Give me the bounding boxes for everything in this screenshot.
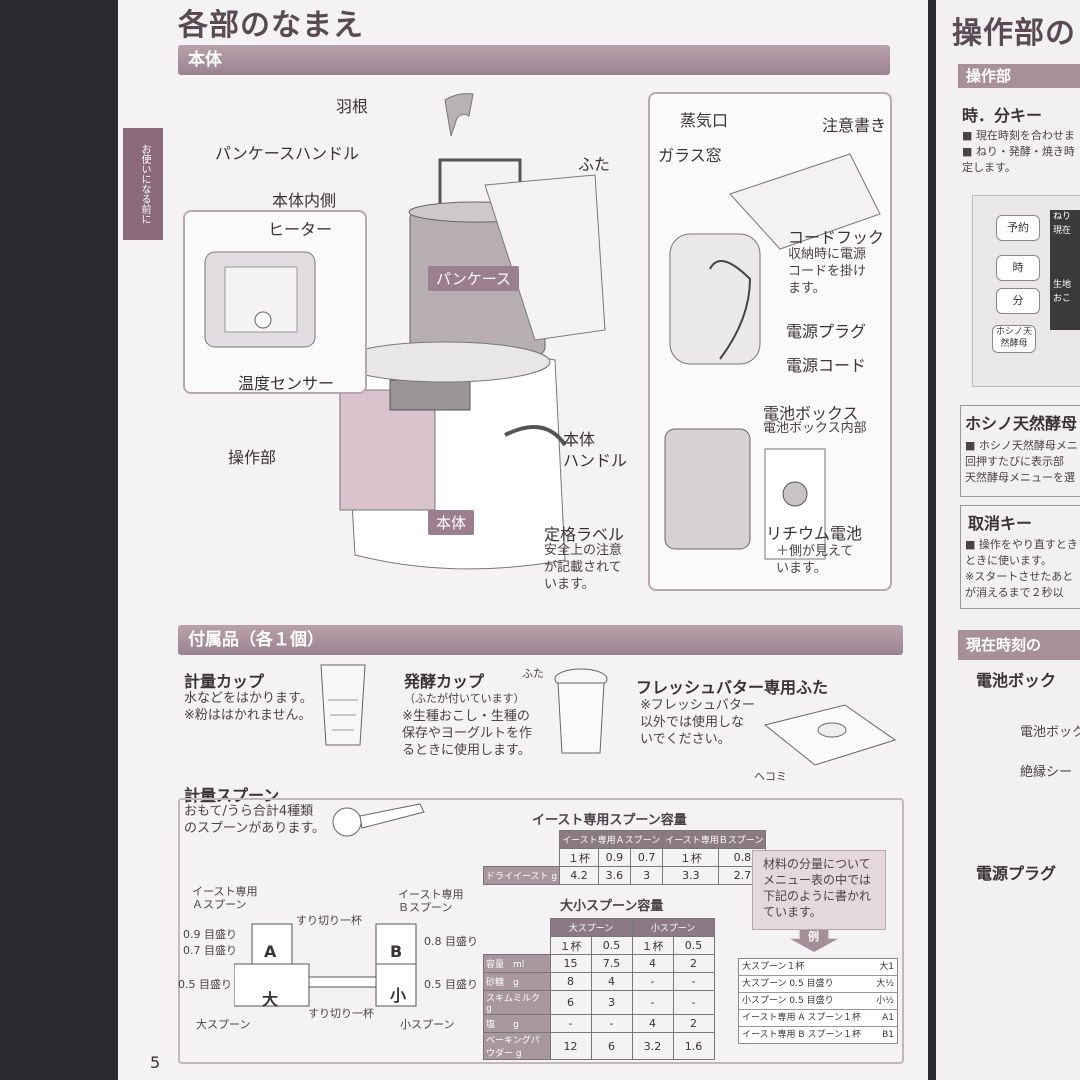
key-minute[interactable]: 分 <box>996 288 1040 314</box>
tag-pan-case: パンケース <box>428 266 520 291</box>
grad-05-left: 0.5 目盛り <box>178 978 232 991</box>
yeast-table-title: イースト専用スプーン容量 <box>532 813 687 828</box>
label-caution: 注意書き <box>822 116 887 135</box>
grad-07: 0.7 目盛り <box>183 944 237 957</box>
spoon-dai: 大 <box>262 990 279 1009</box>
spoon-diagram <box>234 923 417 1007</box>
fresh-lid-illustration <box>763 704 897 766</box>
hoshino-box <box>960 405 1080 497</box>
inner-view-box <box>183 210 367 394</box>
label-battery-inner: 電池ボックス内部 <box>763 421 867 436</box>
lcd-display: ねり現在生地おこ <box>1050 210 1080 330</box>
label-plug: 電源プラグ <box>786 322 867 341</box>
key-yoyaku[interactable]: 予約 <box>996 215 1040 241</box>
step-2: 電源プラグ <box>976 864 1057 883</box>
label-rating: 定格ラベル <box>544 525 625 544</box>
spoon-illustration <box>332 803 425 837</box>
small-spoon-label: 小スプーン <box>400 1018 455 1031</box>
example-label: 例 <box>808 930 819 943</box>
rating-desc: 安全上の注意が記載されています。 <box>544 543 623 592</box>
hekomi-label: ヘコミ <box>754 770 787 783</box>
surikiri-2: すり切り一杯 <box>308 1007 374 1020</box>
size-table-title: 大小スプーン容量 <box>560 899 664 914</box>
tag-body: 本体 <box>428 510 475 535</box>
grad-09: 0.9 目盛り <box>183 928 237 941</box>
right-sub-control: 操作部 <box>958 64 1080 88</box>
key-hour[interactable]: 時 <box>996 255 1040 281</box>
spoon-desc: おもて/うら合計4種類のスプーンがあります。 <box>184 804 326 836</box>
label-body-handle-2: ハンドル <box>563 451 628 470</box>
example-list: 大スプーン１杯大1 大スプーン 0.5 目盛り大½ 小スプーン 0.5 目盛り小… <box>738 958 898 1044</box>
label-inner: 本体内側 <box>272 191 337 210</box>
label-pan-handle: パンケースハンドル <box>215 144 360 163</box>
lithium-desc: ＋側が見えています。 <box>776 544 854 576</box>
grad-05-right: 0.5 目盛り <box>424 978 478 991</box>
spoon-b: B <box>390 942 403 961</box>
spoon-a: A <box>264 942 277 961</box>
step-1: 電池ボック <box>976 671 1057 690</box>
battery-box-label: 電池ボック <box>1020 725 1080 740</box>
ferm-lid-label: ふた <box>522 667 544 680</box>
label-temp-sensor: 温度センサー <box>238 374 335 393</box>
label-cord-hook: コードフック <box>788 228 885 247</box>
example-row: 大スプーン 0.5 目盛り大½ <box>739 976 897 993</box>
ferm-desc: ※生種おこし・生種の保存やヨーグルトを作るときに使用します。 <box>402 709 533 758</box>
cup-illustration <box>320 664 366 746</box>
label-battery-box: 電池ボックス <box>763 404 859 423</box>
example-row: 小スプーン 0.5 目盛り小½ <box>739 993 897 1010</box>
cancel-desc: ■ 操作をやり直すときときに使います。※スタートさせたあとが消えるまで２秒以 <box>965 538 1078 599</box>
bread-machine-illustration <box>339 93 606 570</box>
cord-hook-desc: 収納時に電源コードを掛けます。 <box>788 247 867 296</box>
label-hane: 羽根 <box>336 97 369 116</box>
label-lid: ふた <box>578 155 611 174</box>
label-body-handle-1: 本体 <box>563 430 596 449</box>
surikiri-1: すり切り一杯 <box>296 914 362 927</box>
time-key-desc: ■ 現在時刻を合わせま■ ねり・発酵・焼き時定します。 <box>962 129 1075 174</box>
cancel-title: 取消キー <box>968 514 1033 533</box>
label-control: 操作部 <box>228 448 277 467</box>
example-row: 大スプーン１杯大1 <box>739 959 897 976</box>
label-glass: ガラス窓 <box>658 146 722 165</box>
section-header-accessories: 付属品（各１個） <box>178 625 903 655</box>
side-tab: お使いになる前に <box>123 128 163 240</box>
grad-08: 0.8 目盛り <box>424 935 478 948</box>
key-hoshino[interactable]: ホシノ天然酵母 <box>992 325 1036 353</box>
fresh-desc: ※フレッシュバター以外では使用しないでください。 <box>640 698 755 747</box>
page-number: 5 <box>150 1053 161 1072</box>
label-spoon: 計量スプーン <box>184 786 280 805</box>
time-key-title: 時．分キー <box>962 106 1043 125</box>
big-spoon-label: 大スプーン <box>196 1018 251 1031</box>
side-view-box <box>648 92 892 591</box>
spoon-sho: 小 <box>390 986 407 1005</box>
hoshino-desc: ■ ホシノ天然酵母メニ回押すたびに表示部天然酵母メニューを選 <box>965 439 1078 484</box>
insulation-label: 絶縁シー <box>1020 765 1073 780</box>
ferm-cup-illustration <box>554 668 608 754</box>
label-cord: 電源コード <box>786 356 867 375</box>
label-measuring-cup: 計量カップ <box>184 672 265 691</box>
label-lithium: リチウム電池 <box>766 524 863 543</box>
ferm-note: （ふたが付いています） <box>404 692 525 705</box>
label-steam: 蒸気口 <box>680 111 729 130</box>
label-heater: ヒーター <box>268 220 333 239</box>
label-fresh-lid: フレッシュバター専用ふた <box>636 678 829 697</box>
spoon-table-frame <box>178 798 904 1064</box>
cup-desc: 水などをはかります。※粉ははかれません。 <box>184 691 313 723</box>
label-ferm-cup: 発酵カップ <box>404 672 485 691</box>
page-title: 各部のなまえ <box>178 8 364 43</box>
clock-section: 現在時刻の <box>958 630 1080 660</box>
cancel-box <box>960 505 1080 609</box>
right-page-title: 操作部の <box>952 16 1076 51</box>
hoshino-title: ホシノ天然酵母 <box>965 414 1078 433</box>
section-header-main: 本体 <box>178 45 890 75</box>
note-box: 材料の分量についてメニュー表の中では下記のように書かれています。 <box>752 850 886 930</box>
